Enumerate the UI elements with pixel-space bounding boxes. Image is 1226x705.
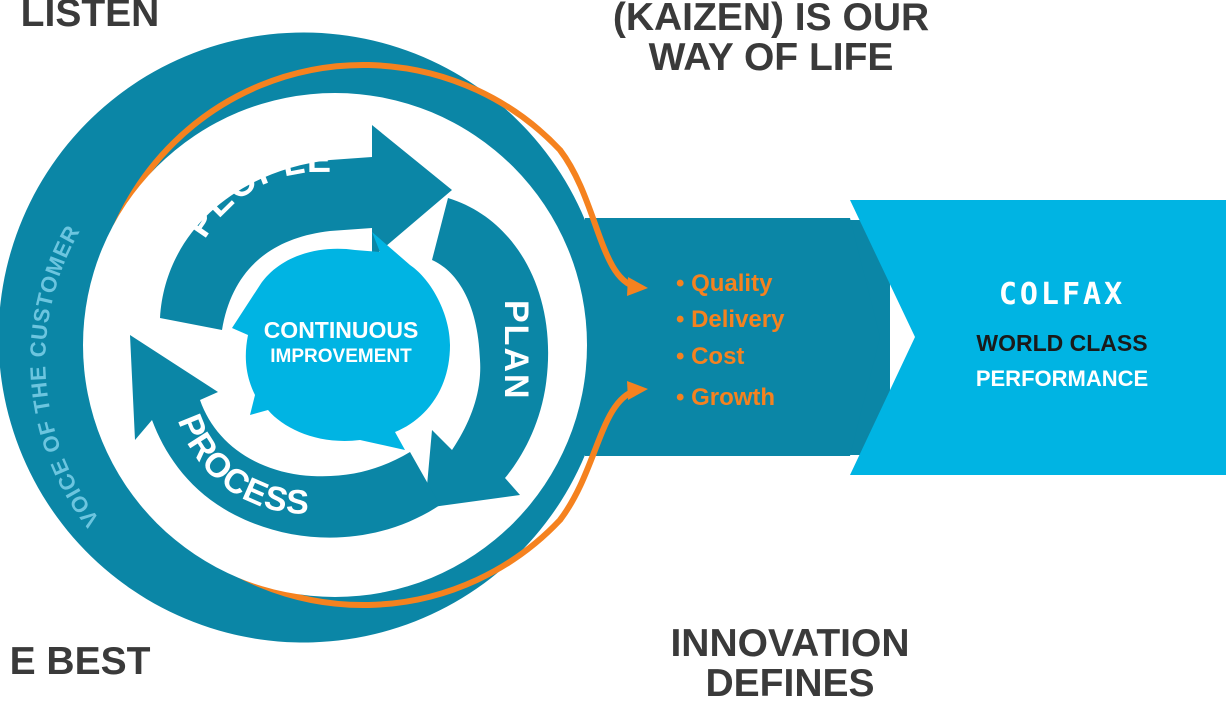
heading-top-right-line-2: WAY OF LIFE <box>648 35 894 79</box>
center-blob <box>232 232 450 450</box>
process-arrow <box>130 335 440 538</box>
heading-bottom-left: E BEST <box>9 640 151 683</box>
plan-arrow <box>425 198 549 508</box>
center-line-1: CONTINUOUS <box>264 317 419 343</box>
heading-bottom-right-line-1: INNOVATION <box>670 622 910 665</box>
teal-arrow-connector <box>585 218 880 456</box>
heading-bottom-right: INNOVATION DEFINES <box>600 624 980 704</box>
people-arrow <box>160 125 452 330</box>
bullet-delivery: • Delivery <box>676 306 785 333</box>
colfax-logo: COLFAX <box>999 277 1125 312</box>
bullet-cost: • Cost <box>676 343 744 370</box>
bullet-quality: • Quality <box>676 270 773 297</box>
plan-label: PLAN <box>497 300 535 401</box>
center-line-2: IMPROVEMENT <box>270 346 412 367</box>
heading-bottom-right-line-2: DEFINES <box>705 661 875 705</box>
kaizen-diagram: VOICE OF THE CUSTOMER PEOPLE PLAN PROCES… <box>0 32 1226 643</box>
orange-arrowhead-top <box>627 277 648 296</box>
heading-top-right-line-1: (KAIZEN) IS OUR <box>612 0 930 39</box>
brand-line-2: PERFORMANCE <box>976 366 1148 391</box>
heading-top-left: LISTEN <box>20 0 160 35</box>
brand-line-1: WORLD CLASS <box>976 330 1147 356</box>
bullet-growth: • Growth <box>676 384 775 411</box>
performance-band <box>850 200 1226 475</box>
orange-arrowhead-bottom <box>627 381 648 400</box>
heading-top-right: (KAIZEN) IS OUR WAY OF LIFE <box>556 0 986 78</box>
